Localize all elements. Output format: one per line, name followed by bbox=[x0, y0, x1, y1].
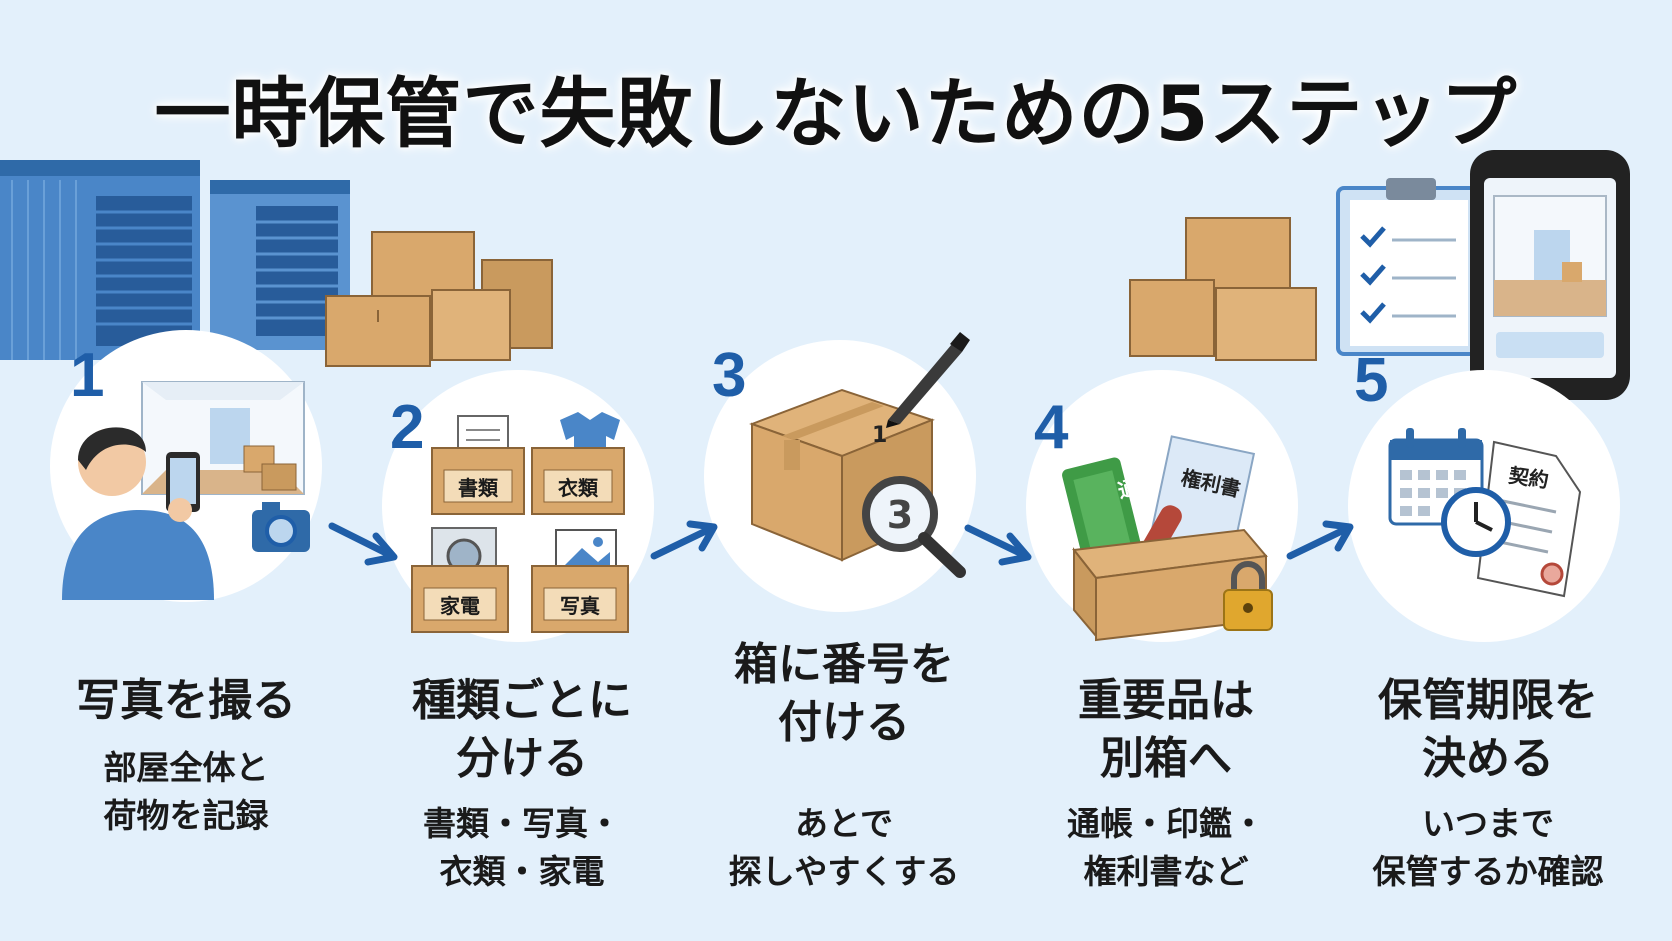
step-desc-2: 書類・写真・ 衣類・家電 bbox=[362, 800, 682, 896]
person-icon bbox=[62, 427, 214, 600]
step-desc-line: いつまで bbox=[1422, 804, 1554, 843]
step-desc-4: 通帳・印鑑・ 権利書など bbox=[1006, 800, 1326, 896]
step-desc-line: 探しやすくする bbox=[728, 852, 960, 891]
step-title-1: 写真を撮る bbox=[36, 672, 336, 730]
camera-icon bbox=[252, 502, 310, 552]
arrow-right-icon bbox=[328, 522, 398, 566]
step-desc-line: 衣類・家電 bbox=[439, 852, 605, 891]
step-number-3: 3 bbox=[712, 341, 747, 410]
page-title: 一時保管で失敗しないための5ステップ bbox=[154, 69, 1518, 158]
cardboard-box-icon bbox=[1129, 217, 1317, 361]
step-title-line: 種類ごとに bbox=[412, 675, 632, 726]
step-title-line: 分ける bbox=[456, 733, 588, 784]
step-title-line: 重要品は bbox=[1078, 675, 1254, 726]
clock-icon bbox=[1441, 487, 1511, 557]
step-title-line: 付ける bbox=[778, 697, 910, 748]
step-desc-line: 通帳・印鑑・ bbox=[1067, 804, 1265, 843]
step-desc-line: 保管するか確認 bbox=[1372, 852, 1604, 891]
important-box-icon: 通帳 権利書 bbox=[1062, 435, 1268, 642]
step-number-5: 5 bbox=[1354, 346, 1389, 415]
box-number: 1 bbox=[872, 423, 887, 448]
step-desc-3: あとで 探しやすくする bbox=[684, 800, 1004, 896]
storage-unit-icon bbox=[0, 160, 350, 360]
step-title-line: 別箱へ bbox=[1100, 733, 1232, 784]
step-title-line: 保管期限を bbox=[1378, 675, 1598, 726]
category-boxes: 書類 衣類 家電 写真 bbox=[411, 412, 629, 633]
step-title-5: 保管期限を 決める bbox=[1338, 672, 1638, 788]
contract-label: 契約 bbox=[1506, 463, 1550, 492]
box-label-clothes: 衣類 bbox=[558, 476, 599, 500]
box-label-photos: 写真 bbox=[560, 594, 600, 618]
step-title-2: 種類ごとに 分ける bbox=[372, 672, 672, 788]
step-desc-1: 部屋全体と 荷物を記録 bbox=[26, 744, 346, 840]
magnifier-icon: 3 bbox=[862, 476, 966, 578]
box-label-documents: 書類 bbox=[458, 476, 499, 500]
arrow-right-icon bbox=[1286, 520, 1354, 560]
step-desc-line: 部屋全体と bbox=[103, 748, 269, 787]
marker-pen-icon bbox=[886, 332, 970, 428]
step-title-line: 決める bbox=[1422, 733, 1554, 784]
step-desc-line: 荷物を記録 bbox=[103, 796, 269, 835]
clipboard-checklist-icon bbox=[1336, 178, 1482, 356]
step-title-3: 箱に番号を 付ける bbox=[694, 636, 994, 752]
step-desc-line: 書類・写真・ bbox=[423, 804, 621, 843]
step-number-2: 2 bbox=[390, 393, 425, 462]
smartphone-icon bbox=[1470, 150, 1630, 400]
magnifier-number: 3 bbox=[887, 493, 913, 537]
calendar-icon bbox=[1388, 428, 1484, 526]
arrow-right-icon bbox=[964, 524, 1032, 566]
contract-icon: 契約 bbox=[1476, 440, 1582, 598]
step-title-line: 写真を撮る bbox=[76, 675, 296, 726]
step-title-4: 重要品は 別箱へ bbox=[1016, 672, 1316, 788]
cardboard-box-icon bbox=[325, 231, 553, 367]
bankbook-icon bbox=[1062, 457, 1142, 567]
box-label-appliances: 家電 bbox=[440, 594, 480, 618]
step-desc-line: あとで bbox=[794, 804, 893, 843]
step-number-4: 4 bbox=[1034, 393, 1069, 462]
step-number-1: 1 bbox=[70, 341, 105, 410]
step-desc-line: 権利書など bbox=[1083, 852, 1249, 891]
padlock-icon bbox=[1223, 561, 1273, 631]
step-desc-5: いつまで 保管するか確認 bbox=[1328, 800, 1648, 896]
arrow-right-icon bbox=[650, 520, 718, 560]
step-title-line: 箱に番号を bbox=[734, 639, 954, 690]
